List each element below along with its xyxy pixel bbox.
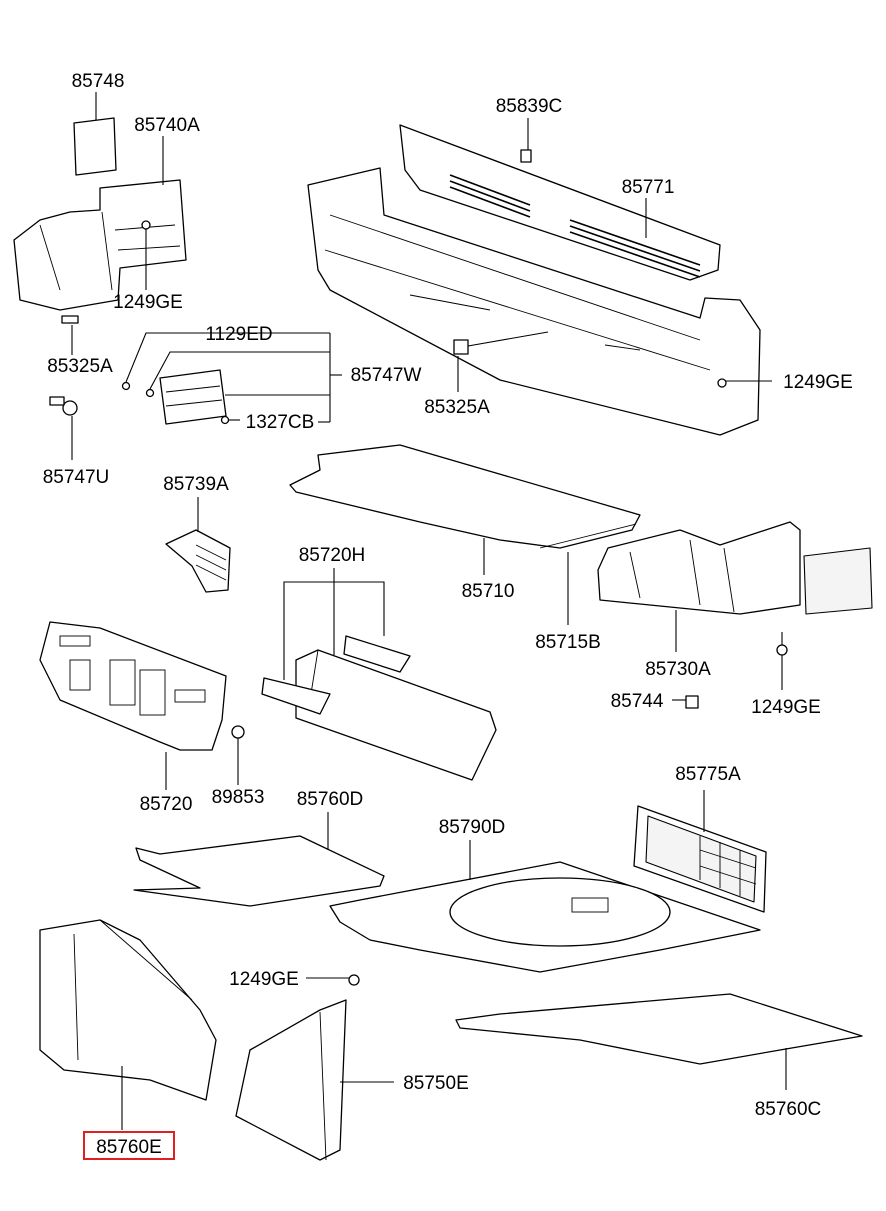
callout-85744: 85744 xyxy=(611,691,664,712)
part-85739A-bracket xyxy=(165,497,231,593)
part-85710-floor-board xyxy=(289,444,641,625)
part-85760D-mat xyxy=(133,812,385,907)
callout-85747W: 85747W xyxy=(351,365,422,386)
callout-85747U: 85747U xyxy=(43,467,110,488)
part-85750E-trim xyxy=(235,999,394,1161)
part-85747W-module xyxy=(121,332,342,425)
part-85325A-fastener-left xyxy=(61,315,79,355)
callout-1249GE-d: 1249GE xyxy=(229,969,299,990)
callout-85739A: 85739A xyxy=(163,474,229,495)
part-85740A-side-trim xyxy=(13,136,187,311)
part-85760C-mat xyxy=(455,993,863,1090)
callout-85720: 85720 xyxy=(140,794,193,815)
callout-85775A: 85775A xyxy=(675,764,741,785)
part-85760E-trim xyxy=(39,919,217,1130)
callout-85325A-a: 85325A xyxy=(47,356,113,377)
callout-85750E: 85750E xyxy=(403,1073,469,1094)
callout-1129ED: 1129ED xyxy=(205,324,272,345)
part-85771-vent-grille xyxy=(449,174,701,278)
callout-85730A: 85730A xyxy=(645,659,711,680)
highlight-box xyxy=(83,1131,175,1160)
callout-85325A-b: 85325A xyxy=(424,397,490,418)
callout-85720H: 85720H xyxy=(299,545,366,566)
callout-85839C: 85839C xyxy=(496,96,563,117)
callout-85710: 85710 xyxy=(462,581,515,602)
part-85790D-tray xyxy=(329,840,761,973)
callout-85748: 85748 xyxy=(72,71,125,92)
part-85775A-net xyxy=(633,790,767,913)
callout-85760D: 85760D xyxy=(297,789,364,810)
part-85748-pad xyxy=(73,92,117,176)
part-1249GE-clip xyxy=(306,974,360,986)
callout-1249GE-b: 1249GE xyxy=(783,372,853,393)
callout-1249GE-c: 1249GE xyxy=(751,697,821,718)
callout-85740A: 85740A xyxy=(134,115,200,136)
callout-1249GE-a: 1249GE xyxy=(113,292,183,313)
part-85747U-grommet xyxy=(49,396,78,460)
callout-85790D: 85790D xyxy=(439,817,506,838)
part-85720-panel xyxy=(39,621,227,790)
part-85730A-side-trim xyxy=(597,521,873,690)
part-85771-rear-trim xyxy=(307,118,772,436)
part-89853-plug xyxy=(231,725,245,785)
part-85720H-cover xyxy=(261,568,497,781)
callout-85760E[interactable]: 85760E xyxy=(96,1137,162,1158)
callout-85771: 85771 xyxy=(622,177,675,198)
callout-labels: 85748 85740A 1249GE 85325A 1129ED 85747W… xyxy=(43,71,853,1160)
callout-1327CB: 1327CB xyxy=(246,412,315,433)
part-85744-clip xyxy=(672,695,699,709)
callout-85760C: 85760C xyxy=(755,1099,822,1120)
callout-85715B: 85715B xyxy=(535,632,601,653)
callout-89853: 89853 xyxy=(212,787,265,808)
